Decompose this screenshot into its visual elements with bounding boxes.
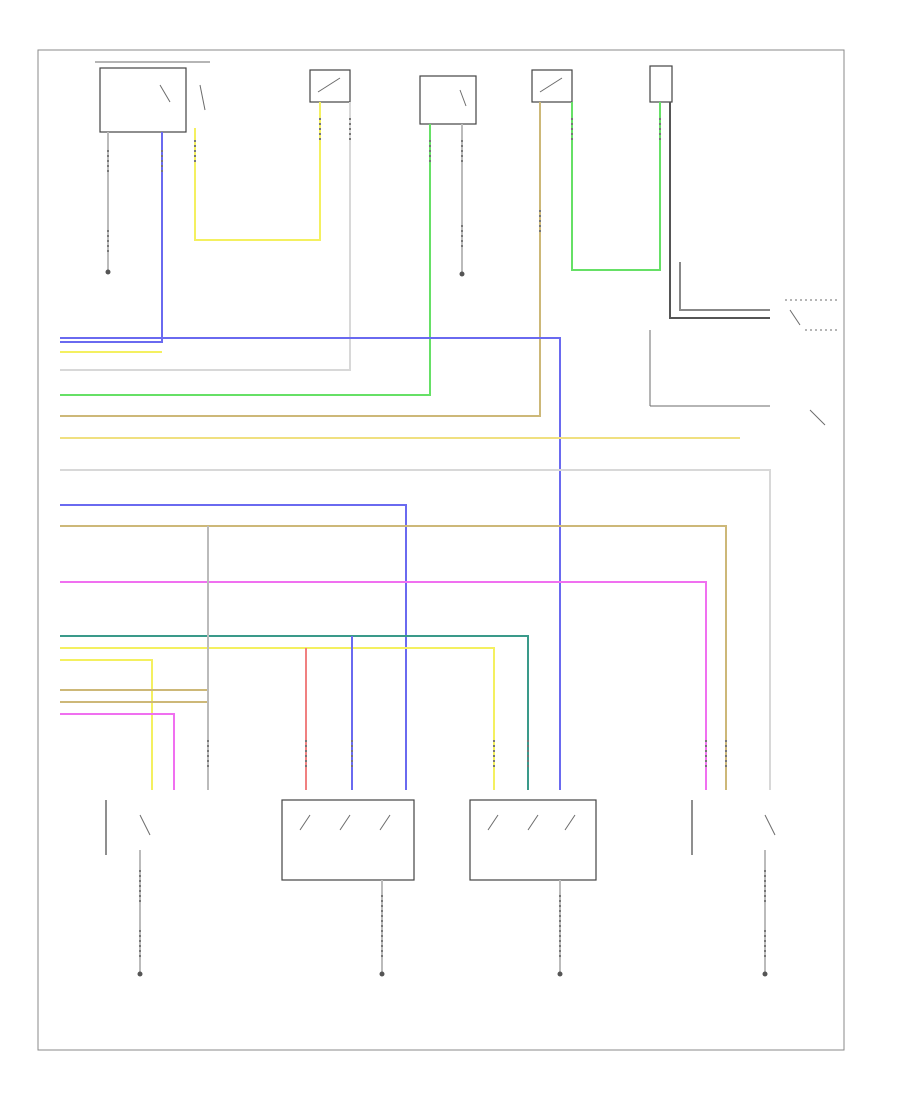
top-right-box-component (649, 65, 673, 103)
right-upper-switch-component (649, 299, 840, 426)
top-left-switch-component (95, 61, 210, 133)
bottom-center-right-module (469, 799, 597, 977)
diagram-border (37, 49, 845, 1051)
top-center-switch-component (419, 75, 477, 125)
bottom-left-switch-component (105, 800, 151, 977)
top-wires (60, 102, 770, 417)
top-right-relay-component (531, 69, 573, 103)
bottom-center-left-module (281, 799, 415, 977)
top-relay-component (309, 69, 351, 103)
horizontal-bus-wires (60, 337, 771, 790)
bottom-right-switch-component (691, 800, 776, 977)
